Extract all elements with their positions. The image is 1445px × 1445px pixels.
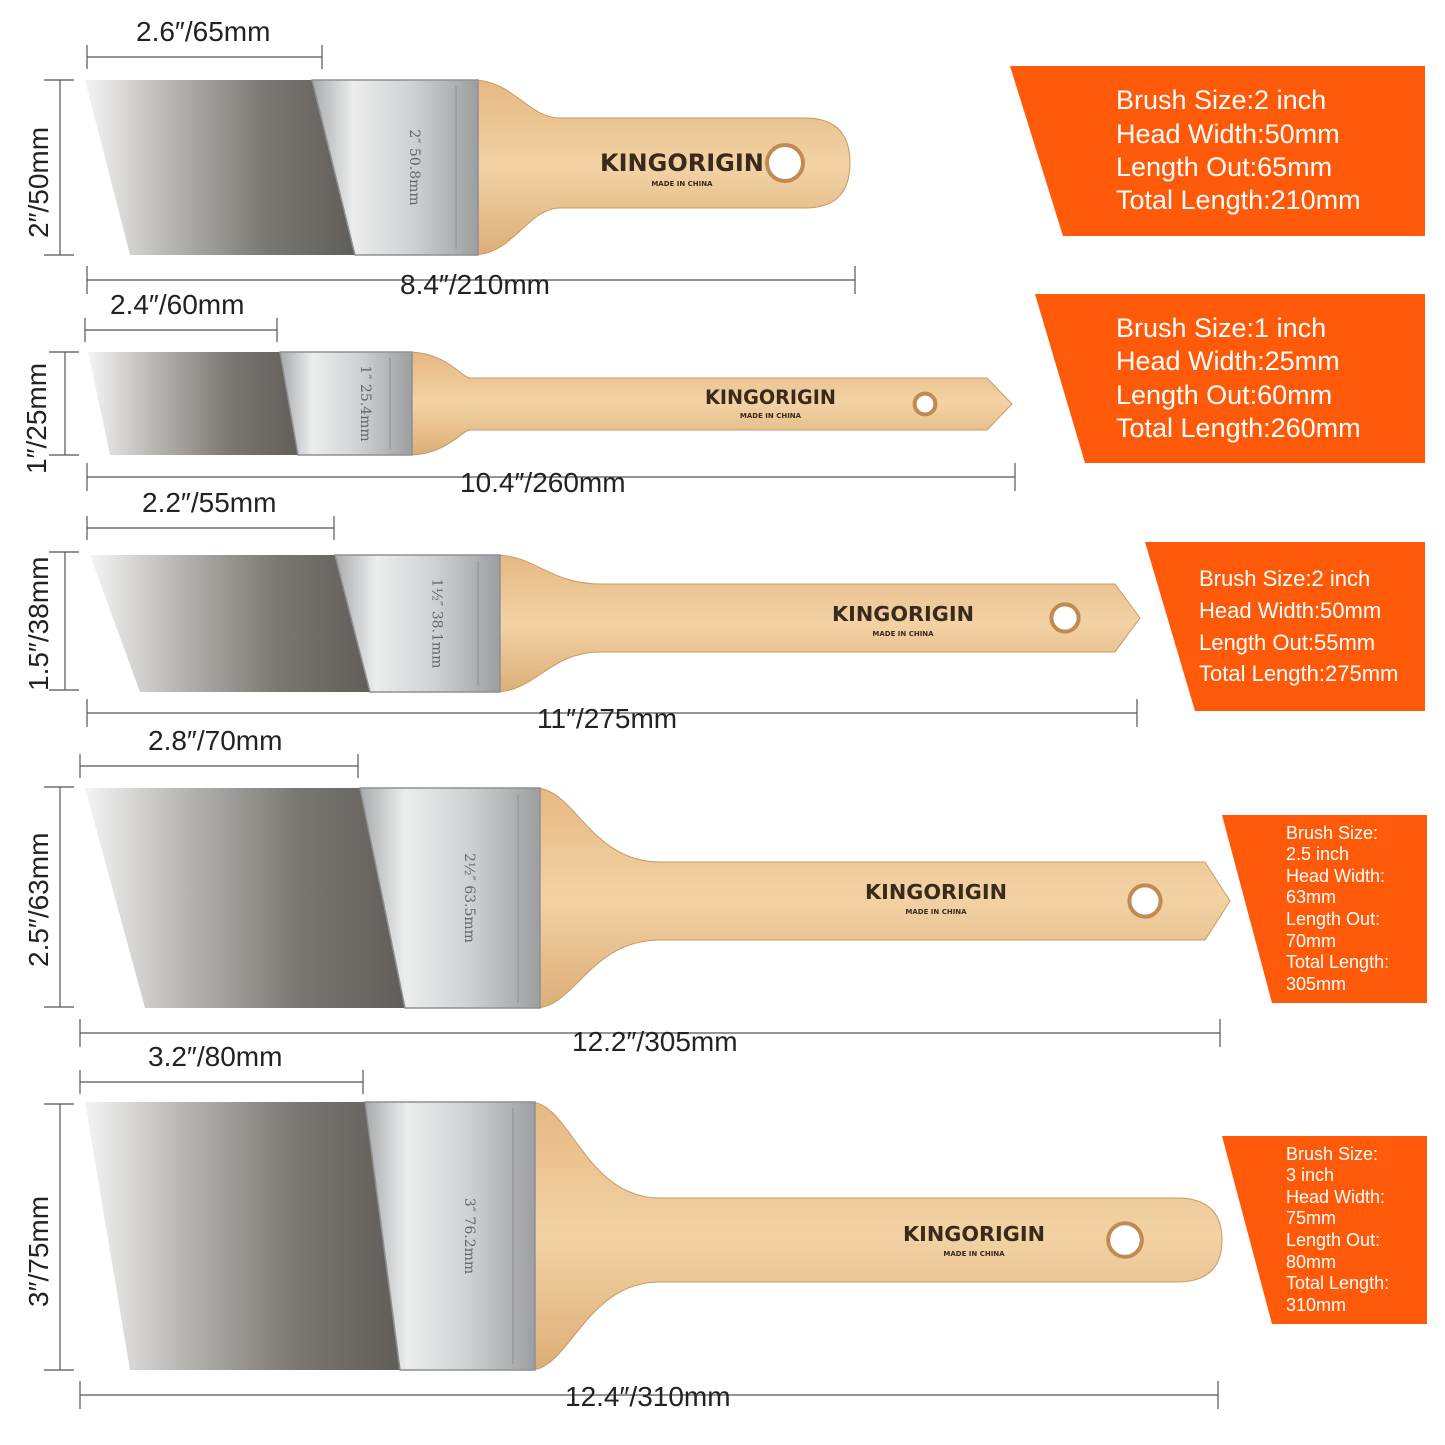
total-length-label: 12.4″/310mm — [565, 1381, 731, 1412]
paint-brush-1: 2″ 50.8mm — [85, 79, 851, 256]
spec-line: 310mm — [1286, 1294, 1347, 1315]
bristles — [88, 352, 308, 455]
spec-line: 3 inch — [1286, 1165, 1335, 1186]
made-in-label: MADE IN CHINA — [651, 180, 713, 188]
spec-line: Length Out: — [1286, 1230, 1381, 1250]
bristles — [90, 555, 380, 692]
spec-line: Length Out:65mm — [1116, 152, 1333, 182]
spec-line: Head Width: — [1286, 1186, 1386, 1207]
bristles — [85, 788, 415, 1008]
total-length-label: 11″/275mm — [537, 703, 678, 734]
head-length-label: 2.6″/65mm — [136, 16, 271, 47]
ferrule-size-stamp: 2½″ 63.5mm — [461, 853, 477, 943]
brand-logo: KINGORIGIN MADE IN CHINA — [705, 386, 836, 421]
spec-line: Head Width:50mm — [1199, 597, 1382, 623]
paint-brush-3: 1½″ 38.1mm — [90, 554, 1141, 693]
ferrule-size-stamp: 3″ 76.2mm — [461, 1198, 477, 1274]
ferrule-size-stamp: 1½″ 38.1mm — [429, 579, 445, 669]
spec-line: Brush Size: — [1286, 1143, 1379, 1164]
spec-line: Brush Size:2 inch — [1199, 565, 1371, 591]
metal-ferrule — [279, 351, 413, 456]
total-length-label: 10.4″/260mm — [460, 467, 626, 498]
brand-logo: KINGORIGIN MADE IN CHINA — [832, 602, 974, 639]
spec-line: Total Length: — [1286, 1273, 1390, 1294]
wooden-handle — [472, 79, 851, 256]
spec-line: Head Width: — [1286, 865, 1386, 886]
spec-line: Brush Size:1 inch — [1116, 312, 1327, 343]
spec-line: Head Width:25mm — [1116, 346, 1340, 377]
bristles — [85, 80, 365, 255]
brand-logo: KINGORIGIN MADE IN CHINA — [903, 1222, 1045, 1259]
brand-name: KINGORIGIN — [865, 880, 1007, 904]
paint-brush-2: 1″ 25.4mm — [88, 351, 1013, 456]
spec-line: Total Length:260mm — [1116, 412, 1361, 443]
spec-line: Brush Size: — [1286, 822, 1379, 843]
metal-ferrule — [364, 1101, 536, 1371]
ferrule-size-stamp: 2″ 50.8mm — [406, 129, 422, 205]
paint-brush-4: 2½″ 63.5mm — [85, 787, 1231, 1009]
brand-name: KINGORIGIN — [600, 149, 764, 177]
hang-hole — [1049, 602, 1081, 634]
spec-line: Length Out: — [1286, 909, 1381, 929]
made-in-label: MADE IN CHINA — [943, 1249, 1005, 1258]
head-length-label: 2.4″/60mm — [110, 289, 245, 320]
spec-line: Brush Size:2 inch — [1116, 85, 1327, 116]
brand-name: KINGORIGIN — [903, 1222, 1045, 1246]
spec-line: 75mm — [1286, 1208, 1337, 1229]
spec-line: Length Out:55mm — [1199, 629, 1376, 655]
ferrule-size-stamp: 1″ 25.4mm — [357, 365, 373, 441]
brand-logo: KINGORIGIN MADE IN CHINA — [600, 148, 764, 189]
head-width-label: 2″/50mm — [23, 126, 54, 238]
spec-line: 305mm — [1286, 973, 1347, 994]
head-width-label: 1″/25mm — [21, 362, 52, 474]
bristles — [85, 1102, 410, 1370]
head-width-label: 2.5″/63mm — [23, 832, 54, 967]
spec-line: Head Width:50mm — [1116, 118, 1340, 149]
head-width-label: 3″/75mm — [23, 1195, 54, 1307]
metal-ferrule — [334, 554, 501, 693]
spec-line: Total Length: — [1286, 952, 1390, 973]
wooden-handle — [529, 1101, 1223, 1371]
spec-line: Length Out:60mm — [1116, 379, 1333, 410]
metal-ferrule — [359, 787, 541, 1009]
made-in-label: MADE IN CHINA — [739, 412, 802, 420]
hang-hole — [765, 143, 805, 183]
hang-hole — [1106, 1221, 1144, 1259]
made-in-label: MADE IN CHINA — [872, 629, 934, 638]
spec-line: 70mm — [1286, 930, 1337, 951]
hang-hole — [1127, 883, 1163, 919]
spec-line: Total Length:210mm — [1116, 185, 1361, 216]
paint-brush-5: 3″ 76.2mm — [85, 1101, 1223, 1371]
brand-name: KINGORIGIN — [705, 386, 836, 409]
total-length-label: 8.4″/210mm — [400, 269, 550, 300]
brand-logo: KINGORIGIN MADE IN CHINA — [865, 880, 1007, 917]
total-length-label: 12.2″/305mm — [572, 1026, 738, 1057]
head-length-label: 3.2″/80mm — [148, 1041, 283, 1072]
spec-line: 80mm — [1286, 1251, 1337, 1272]
brand-name: KINGORIGIN — [832, 602, 974, 626]
hang-hole — [912, 391, 938, 417]
head-length-label: 2.8″/70mm — [148, 725, 283, 756]
wooden-handle — [494, 554, 1141, 693]
spec-line: 63mm — [1286, 887, 1337, 908]
head-length-label: 2.2″/55mm — [142, 487, 277, 518]
spec-line: Total Length:275mm — [1199, 661, 1399, 687]
metal-ferrule — [311, 79, 479, 256]
wooden-handle — [406, 351, 1013, 456]
head-width-label: 1.5″/38mm — [23, 556, 54, 691]
wooden-handle — [534, 787, 1231, 1009]
made-in-label: MADE IN CHINA — [905, 907, 967, 916]
spec-line: 2.5 inch — [1286, 844, 1350, 865]
